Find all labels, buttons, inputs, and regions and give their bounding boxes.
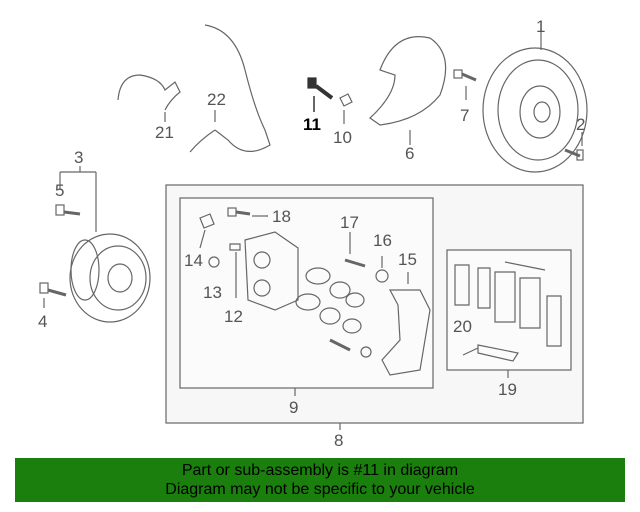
callout-6: 6 bbox=[405, 144, 414, 163]
small-parts bbox=[199, 213, 241, 298]
callout-5: 5 bbox=[55, 181, 64, 200]
hub-bolt-5 bbox=[55, 204, 81, 216]
callout-8: 8 bbox=[334, 431, 343, 450]
caliper-body bbox=[244, 231, 299, 311]
rotor-screw bbox=[564, 132, 584, 161]
callout-12: 12 bbox=[224, 307, 243, 326]
info-banner: Part or sub-assembly is #11 in diagram D… bbox=[15, 458, 625, 502]
wheel-hub bbox=[69, 233, 151, 323]
callout-11: 11 bbox=[303, 115, 321, 134]
hub-bolt-4 bbox=[39, 282, 67, 308]
wheel-speed-sensor bbox=[189, 24, 271, 153]
nut-16 bbox=[375, 256, 389, 283]
parts-diagram: 1 2 3 4 5 6 7 8 9 10 11 12 13 14 15 16 1… bbox=[38, 17, 588, 450]
callout-labels: 1 2 3 4 5 6 7 8 9 10 11 12 13 14 15 16 1… bbox=[38, 17, 585, 450]
callout-14: 14 bbox=[184, 251, 203, 270]
callout-17: 17 bbox=[340, 213, 359, 232]
speed-sensor-wire bbox=[117, 74, 181, 122]
guide-bolt bbox=[307, 77, 334, 112]
caliper-bracket bbox=[381, 272, 431, 376]
banner-line-1: Part or sub-assembly is #11 in diagram bbox=[181, 462, 459, 479]
clip bbox=[339, 93, 353, 124]
callout-2: 2 bbox=[576, 115, 585, 134]
callout-15: 15 bbox=[398, 250, 417, 269]
callout-4: 4 bbox=[38, 312, 47, 331]
callout-19: 19 bbox=[498, 380, 517, 399]
callout-22: 22 bbox=[207, 90, 226, 109]
callout-21: 21 bbox=[155, 123, 174, 142]
banner-line-2: Diagram may not be specific to your vehi… bbox=[165, 481, 475, 498]
brake-rotor bbox=[482, 30, 588, 173]
brake-pads bbox=[454, 261, 562, 362]
dust-shield bbox=[369, 36, 447, 145]
shield-bolt bbox=[453, 69, 477, 100]
bolt-18 bbox=[227, 207, 268, 217]
callout-9: 9 bbox=[289, 398, 298, 417]
hub-bracket bbox=[59, 166, 97, 232]
callout-13: 13 bbox=[203, 283, 222, 302]
callout-7: 7 bbox=[460, 106, 469, 125]
callout-10: 10 bbox=[333, 128, 352, 147]
pad-box-19 bbox=[446, 249, 572, 371]
pistons-seals bbox=[295, 267, 365, 334]
callout-18: 18 bbox=[272, 207, 291, 226]
callout-20: 20 bbox=[453, 317, 472, 336]
callout-3: 3 bbox=[74, 148, 83, 167]
caliper-box-9 bbox=[179, 197, 434, 389]
leader-lines bbox=[266, 215, 479, 356]
bolt-17 bbox=[329, 232, 372, 358]
callout-16: 16 bbox=[373, 231, 392, 250]
callout-1: 1 bbox=[536, 17, 545, 36]
